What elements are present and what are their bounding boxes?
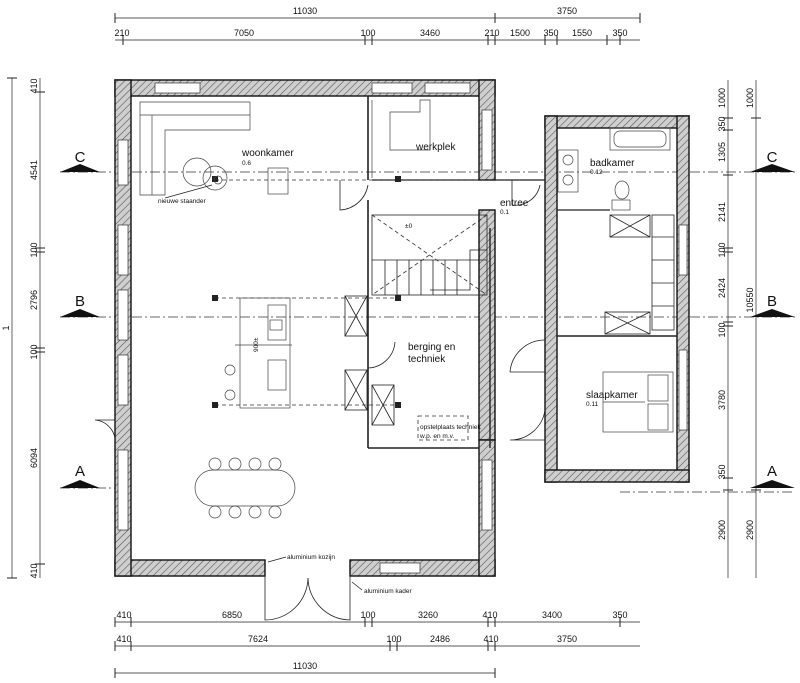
dim-bottom-total: 11030: [293, 661, 317, 671]
werkplek-desk: [371, 99, 431, 178]
dim-top-part: 1550: [572, 28, 592, 38]
dim-right-inner: 2424: [717, 278, 727, 298]
dim-bottom-part: 6850: [222, 610, 242, 620]
dim-right-outer: 1000: [745, 88, 755, 108]
dim-bottom-part: 410: [116, 634, 131, 644]
dim-right-inner: 2900: [717, 520, 727, 540]
dim-bottom-part: 410: [116, 610, 131, 620]
dim-right-inner: 100: [717, 242, 727, 257]
dim-top-part: 350: [612, 28, 627, 38]
main-building-walls: [114, 79, 496, 577]
right-dimension-chain: 1000 350 1305 2141 100 2424 100 3780 350…: [717, 80, 761, 578]
beam-lines: [212, 176, 490, 408]
stair: ±0: [371, 214, 488, 296]
dim-bottom-part: 3260: [418, 610, 438, 620]
annotations: nieuwe staander opstelplaats techniek w.…: [158, 198, 481, 595]
dim-left-total: 1: [1, 325, 11, 330]
interior-walls: [367, 96, 677, 449]
dim-left-part: 4541: [29, 160, 39, 180]
section-b-left: B: [75, 293, 85, 310]
room-entree-number: 0.1: [500, 209, 509, 216]
room-slaapkamer-number: 0.11: [586, 401, 599, 408]
dim-bottom-part: 100: [360, 610, 375, 620]
room-berging-line2: techniek: [408, 354, 446, 365]
dim-bottom-part: 3400: [542, 610, 562, 620]
section-a-left: A: [75, 463, 85, 480]
stair-level-label: ±0: [405, 223, 413, 230]
room-slaapkamer: slaapkamer: [586, 390, 638, 401]
dim-right-inner: 2141: [717, 202, 727, 222]
dim-bottom-part: 410: [482, 610, 497, 620]
dim-top-part: 100: [360, 28, 375, 38]
dim-top-part: 3460: [420, 28, 440, 38]
dim-right-outer: 2900: [745, 520, 755, 540]
room-badkamer: badkamer: [590, 158, 635, 169]
bottom-dimension-chain: 410 6850 100 3260 410 3400 350 410 7624 …: [114, 610, 640, 678]
top-dimension-chain: 11030 3750 210 7050 100 3460 210 1500 35…: [114, 6, 641, 45]
room-berging-line1: berging en: [408, 342, 455, 353]
kitchen-island: 900±: [224, 297, 292, 409]
doors: [94, 180, 546, 621]
section-b-right: B: [767, 293, 777, 310]
room-woonkamer: woonkamer: [241, 148, 294, 159]
dim-bottom-part: 410: [483, 634, 498, 644]
room-entree: entree: [500, 198, 529, 209]
section-a-right: A: [767, 463, 777, 480]
bathroom-fixtures: [557, 127, 675, 335]
dim-top-part: 350: [543, 28, 558, 38]
annex-walls: [544, 115, 690, 483]
technical-cabinets: [344, 295, 469, 441]
dim-top-part: 210: [484, 28, 499, 38]
dim-right-inner: 1305: [717, 142, 727, 162]
dim-right-inner: 1000: [717, 88, 727, 108]
note-aluminium-kader: aluminium kader: [364, 588, 413, 595]
living-furniture: [139, 101, 289, 199]
dim-left-part: 100: [29, 344, 39, 359]
note-opstelplaats-line2: w.p. en m.v.: [419, 433, 454, 440]
room-labels: woonkamer 0.6 werkplek entree 0.1 badkam…: [241, 142, 638, 408]
main-windows: [117, 82, 493, 574]
dim-right-inner: 100: [717, 322, 727, 337]
dim-bottom-part: 100: [386, 634, 401, 644]
dim-bottom-part: 3750: [557, 634, 577, 644]
section-c-left: C: [75, 149, 86, 166]
dim-bottom-part: 2486: [430, 634, 450, 644]
note-nieuwe-staander: nieuwe staander: [158, 198, 207, 205]
dim-left-part: 410: [29, 78, 39, 93]
left-dimension-chain: 1 410 4541 100 2796 100 6094 410: [1, 77, 45, 579]
bed: [602, 371, 674, 433]
dining-table: [194, 457, 296, 519]
dim-top-part: 210: [114, 28, 129, 38]
dim-left-part: 6094: [29, 448, 39, 468]
section-markers: C C B B A A: [60, 149, 795, 493]
note-aluminium-kozijn: aluminium kozijn: [287, 554, 335, 561]
dim-right-inner: 3780: [717, 390, 727, 410]
room-werkplek: werkplek: [415, 142, 456, 153]
dim-left-part: 100: [29, 242, 39, 257]
section-c-right: C: [767, 149, 778, 166]
dim-bottom-part: 7624: [248, 634, 268, 644]
dim-top-part: 1500: [510, 28, 530, 38]
counter-height-note: 900±: [253, 337, 260, 352]
dim-left-part: 2796: [29, 290, 39, 310]
dim-right-outer: 10550: [745, 287, 755, 312]
dim-left-part: 410: [29, 563, 39, 578]
dim-right-inner: 350: [717, 464, 727, 479]
dim-top-part: 7050: [234, 28, 254, 38]
dim-right-inner: 350: [717, 116, 727, 131]
room-woonkamer-number: 0.6: [242, 160, 251, 167]
dim-top-total-main: 11030: [293, 6, 317, 16]
note-opstelplaats-line1: opstelplaats techniek: [420, 424, 481, 431]
dim-bottom-part: 350: [612, 610, 627, 620]
room-badkamer-number: 0.12: [590, 169, 603, 176]
dim-top-total-annex: 3750: [557, 6, 577, 16]
